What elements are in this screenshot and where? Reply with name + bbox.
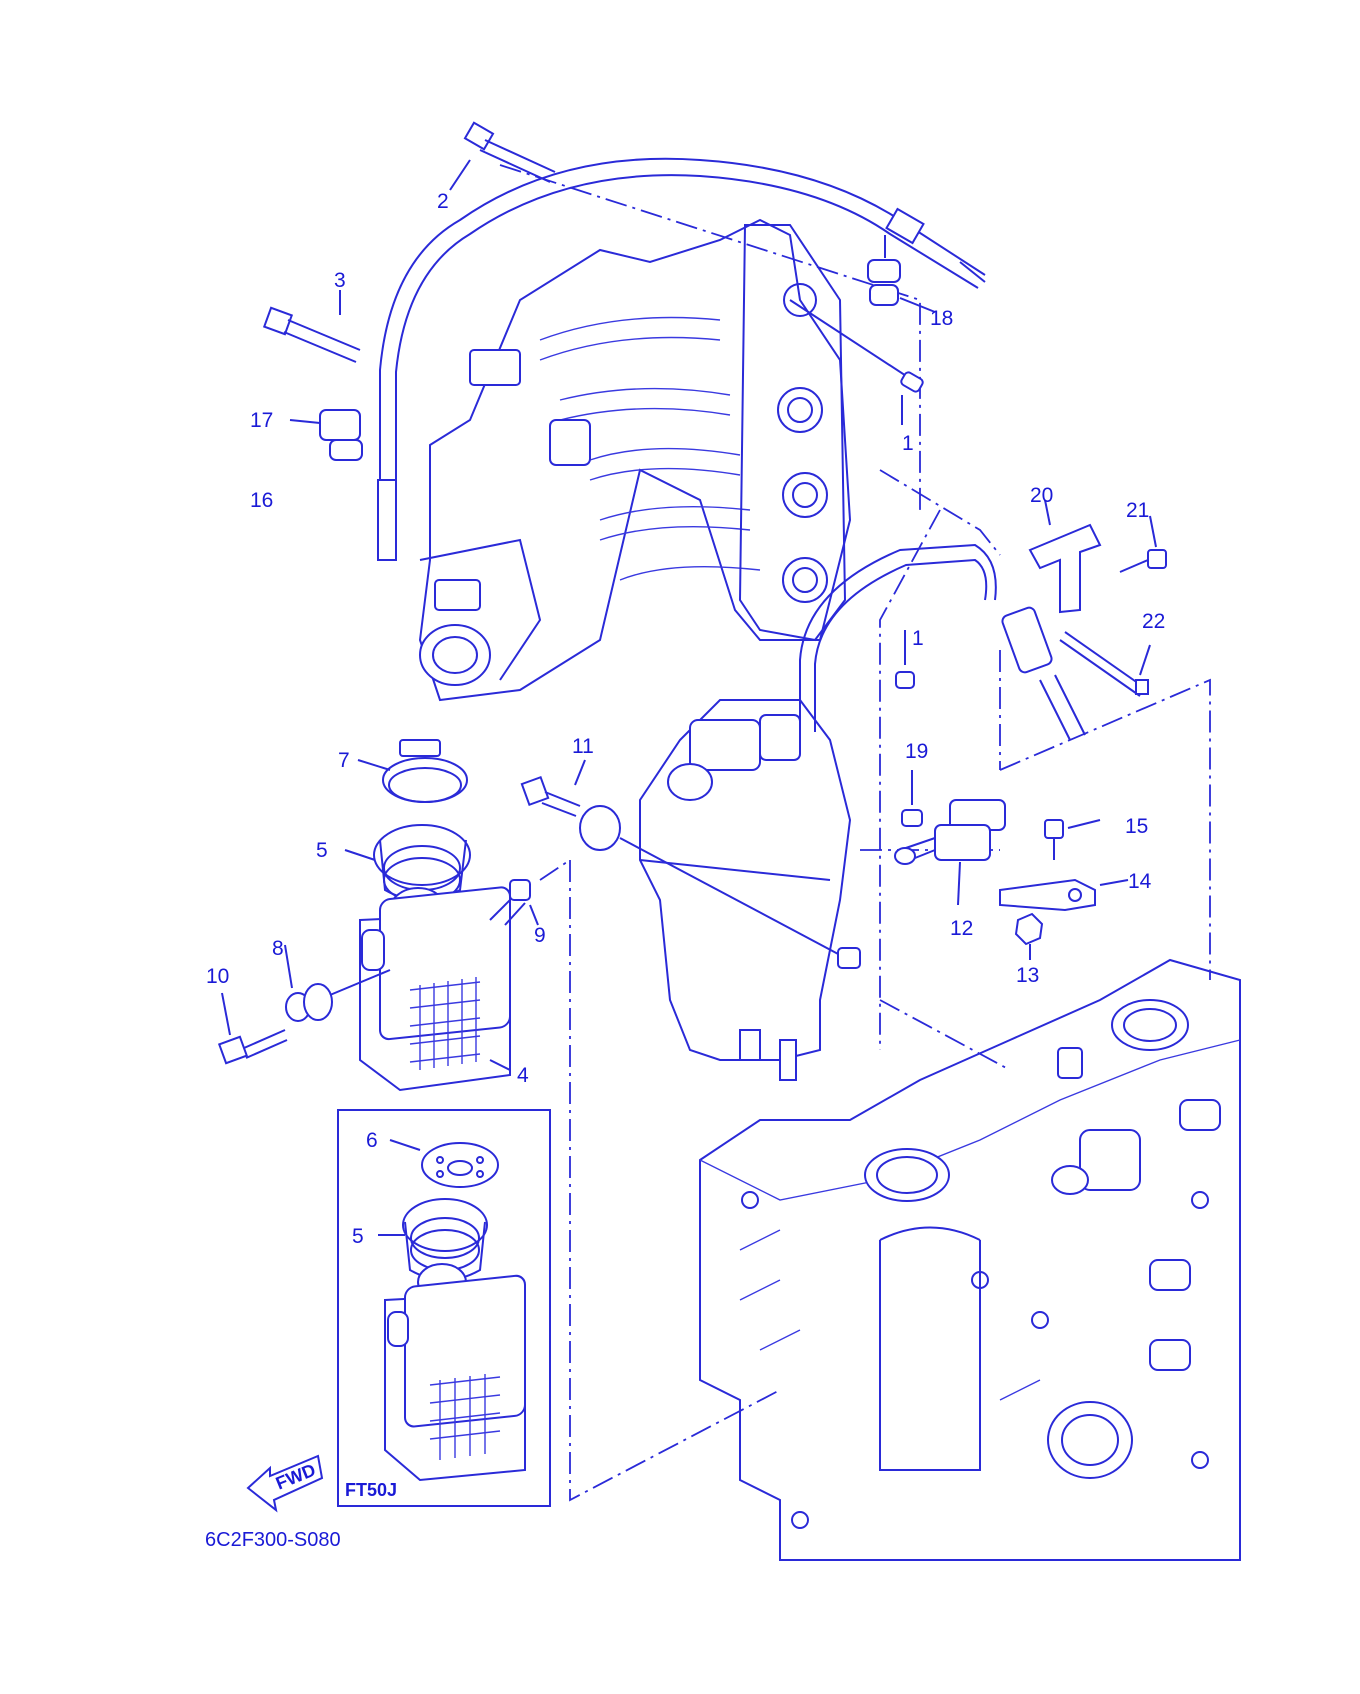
part-5-grommet-inset xyxy=(378,1198,488,1301)
vapor-hose xyxy=(799,543,1086,741)
part-10-bolt xyxy=(217,992,288,1065)
part-4-silencer xyxy=(359,886,511,1092)
part-18-clip xyxy=(867,235,936,313)
callout-22: 22 xyxy=(1142,610,1165,633)
intake-manifold xyxy=(418,218,852,702)
part-19-clip xyxy=(901,770,923,827)
breather-hose xyxy=(377,157,986,561)
part-21-screw xyxy=(1119,515,1167,573)
callout-5: 5 xyxy=(316,839,328,862)
callout-17: 17 xyxy=(250,409,273,432)
inset-ft50j xyxy=(337,1109,551,1507)
part-8-collar xyxy=(284,944,391,1022)
part-6-plate xyxy=(389,1139,499,1188)
silencer-inset xyxy=(384,1274,526,1482)
callout-11: 11 xyxy=(572,735,594,758)
callout-8: 8 xyxy=(272,937,284,960)
callout-19: 19 xyxy=(905,740,928,763)
part-11-bolt xyxy=(520,759,841,956)
silencer-grid xyxy=(409,977,481,1070)
callout-13: 13 xyxy=(1016,964,1039,987)
callout-12: 12 xyxy=(950,917,973,940)
callout-5-inset: 5 xyxy=(352,1225,364,1248)
vapor-separator xyxy=(639,699,861,1081)
callout-18: 18 xyxy=(930,307,953,330)
callout-1-lower: 1 xyxy=(912,627,924,650)
part-9-bolt xyxy=(489,879,539,926)
callout-4: 4 xyxy=(517,1064,529,1087)
callout-10: 10 xyxy=(206,965,229,988)
callout-14: 14 xyxy=(1128,870,1152,893)
part-22-cable-tie xyxy=(1059,631,1151,697)
part-17-clip xyxy=(289,409,363,461)
callout-2: 2 xyxy=(437,190,449,213)
callout-9: 9 xyxy=(534,924,546,947)
engine-block xyxy=(699,958,1241,1561)
reference-code: 6C2F300-S080 xyxy=(205,1529,341,1551)
callout-labels: 1 1 2 3 4 5 5 6 7 8 9 10 11 12 13 14 15 … xyxy=(206,190,1165,1248)
inset-label: FT50J xyxy=(345,1480,397,1500)
callout-20: 20 xyxy=(1030,484,1053,507)
callout-16: 16 xyxy=(250,489,273,512)
fwd-arrow-icon xyxy=(246,1454,324,1513)
part-12-valve xyxy=(894,799,1006,906)
part-3-bolt xyxy=(262,290,361,363)
part-13-nut xyxy=(1014,912,1044,960)
part-14-bracket xyxy=(999,878,1129,912)
callout-15: 15 xyxy=(1125,815,1148,838)
callout-21: 21 xyxy=(1126,499,1149,522)
callout-6: 6 xyxy=(366,1129,378,1152)
callout-1-upper: 1 xyxy=(902,432,914,455)
callout-3: 3 xyxy=(334,269,346,292)
part-20-bracket xyxy=(1028,499,1102,614)
part-2-bolt xyxy=(449,121,556,191)
part-7-clamp xyxy=(357,739,468,803)
part-15-screw xyxy=(1044,819,1101,860)
callout-7: 7 xyxy=(338,749,350,772)
part-1-pins xyxy=(789,299,924,689)
